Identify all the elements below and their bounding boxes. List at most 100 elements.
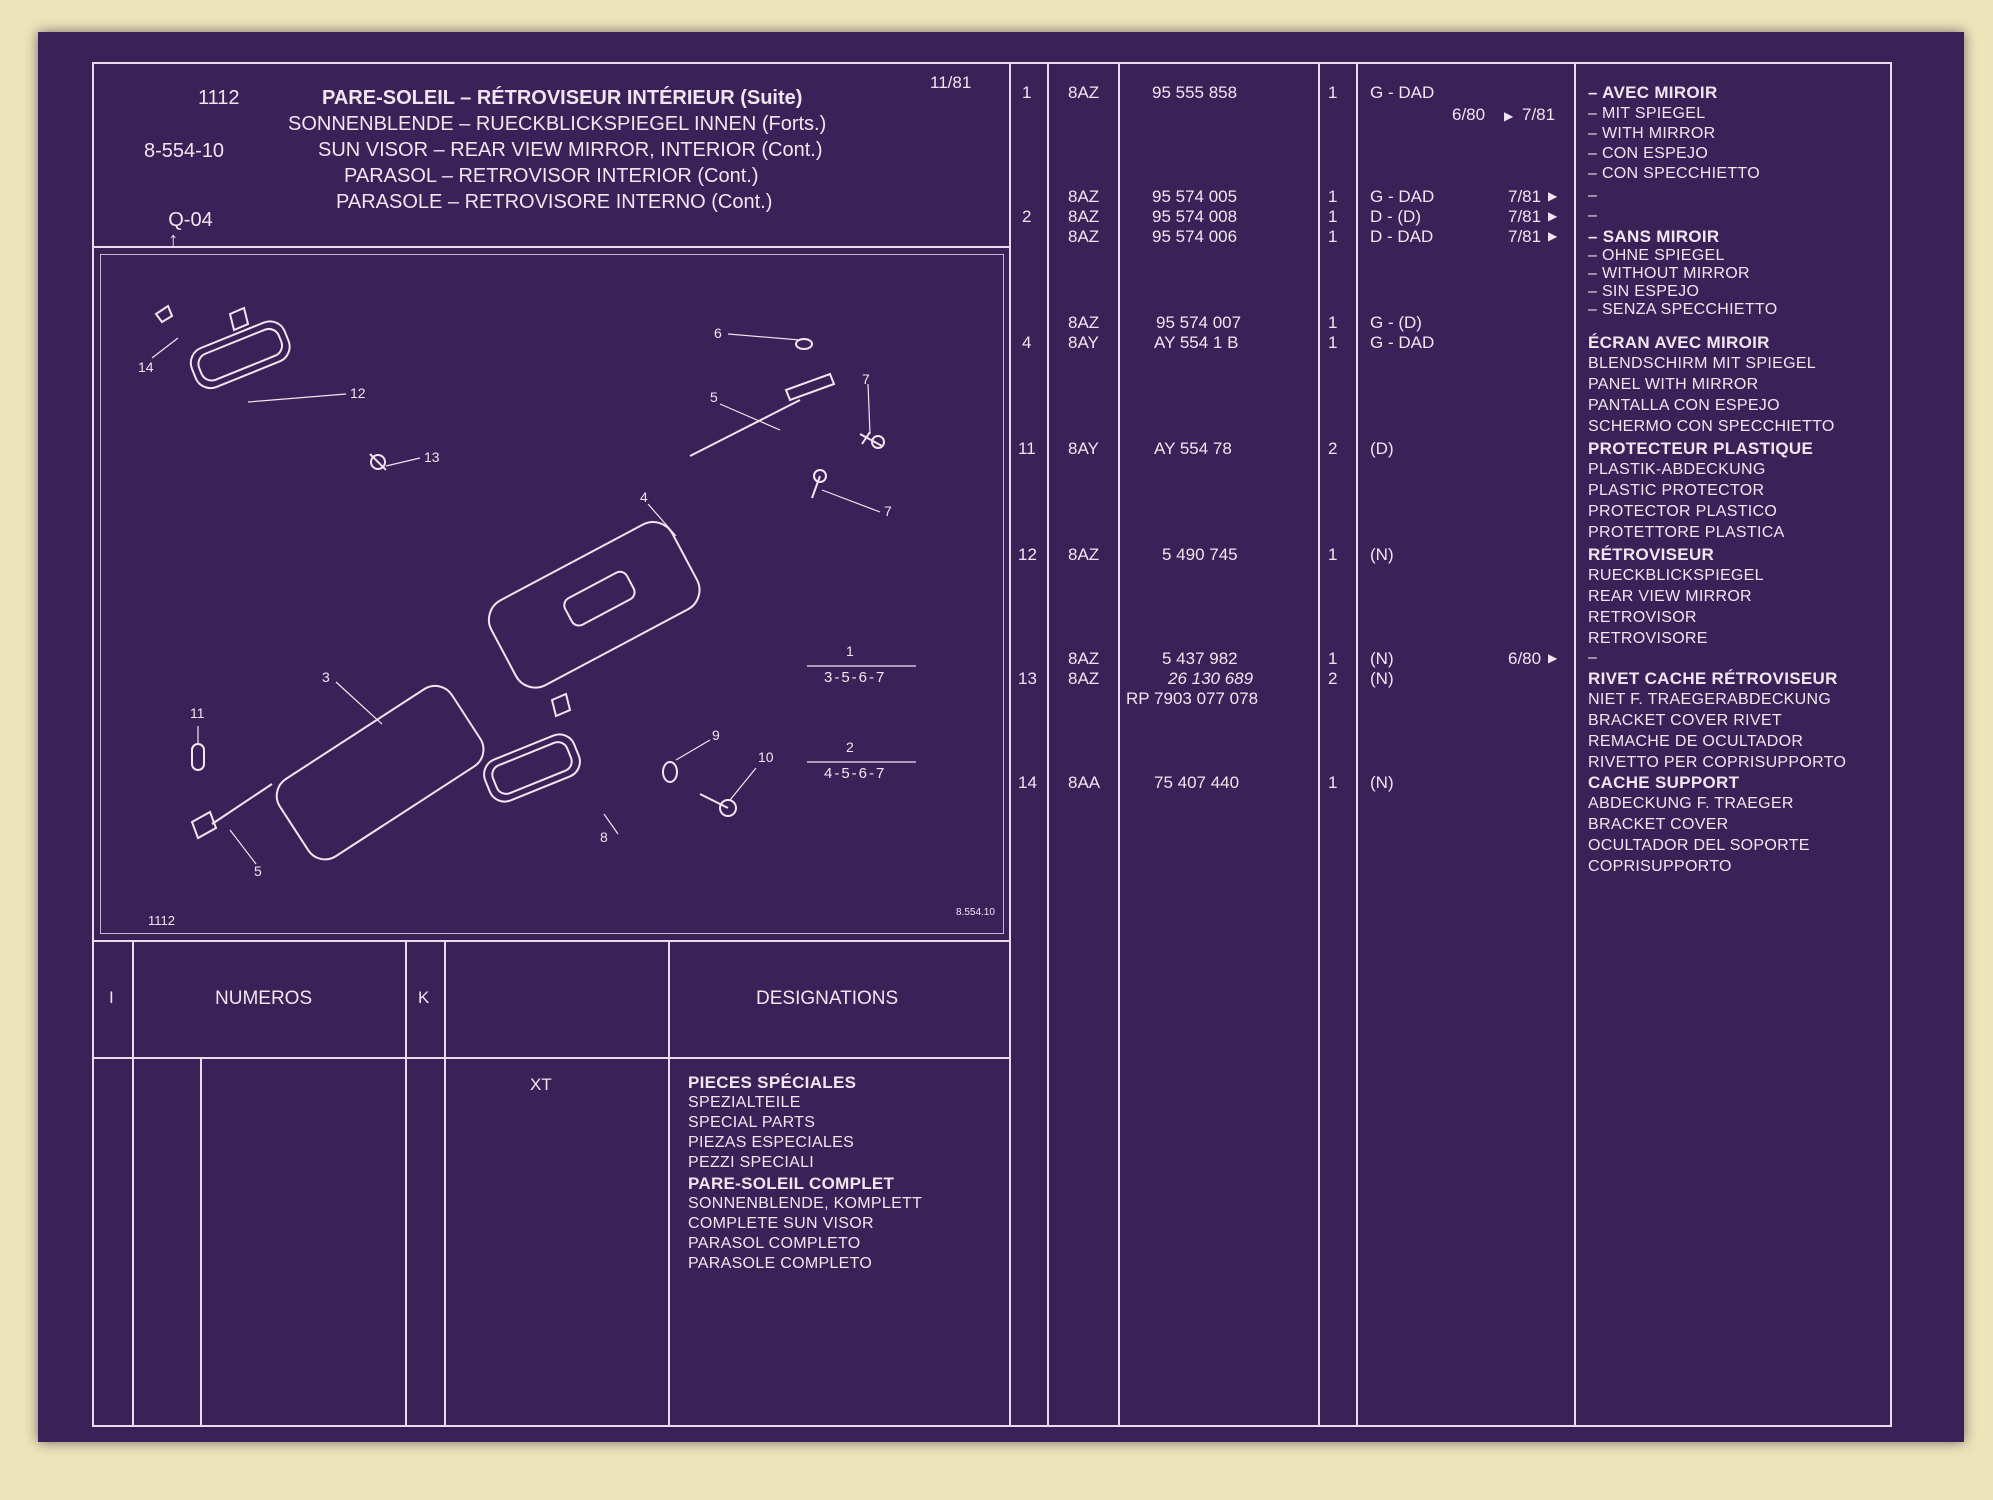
desc-mirror-it: RETROVISORE <box>1588 630 1708 647</box>
left-panel-divider <box>1009 62 1011 1427</box>
number-cell: 95 574 007 <box>1156 313 1242 332</box>
number-cell: 95 574 005 <box>1152 187 1238 206</box>
qty-cell: 1 <box>1328 227 1338 246</box>
item-cell: 4 <box>1022 333 1032 352</box>
desc-protector-it: PROTETTORE PLASTICA <box>1588 524 1785 541</box>
qty-cell: 1 <box>1328 545 1338 564</box>
number-cell: 95 574 006 <box>1152 227 1238 246</box>
title-en: SUN VISOR – REAR VIEW MIRROR, INTERIOR (… <box>318 139 823 161</box>
col-line-1 <box>132 940 134 1427</box>
complete-visor-fr: PARE-SOLEIL COMPLET <box>688 1174 895 1193</box>
desc-rivet-it: RIVETTO PER COPRISUPPORTO <box>1588 754 1847 771</box>
code-cell: 8AZ <box>1068 227 1100 246</box>
number-cell: 5 490 745 <box>1162 545 1238 564</box>
col-line-item <box>1047 62 1049 1427</box>
col-line-4 <box>444 940 446 1427</box>
qty-cell: 1 <box>1328 649 1338 668</box>
code-cell: 8AY <box>1068 333 1099 352</box>
complete-visor-de: SONNENBLENDE, KOMPLETT <box>688 1195 923 1212</box>
desc-dash: – <box>1588 207 1598 224</box>
callout-6: 6 <box>714 325 722 341</box>
parts-drawing <box>100 254 1004 934</box>
number-cell: 95 555 858 <box>1152 83 1238 102</box>
frame-bottom <box>92 1425 1892 1427</box>
callout-14: 14 <box>138 359 154 375</box>
item-cell: 12 <box>1018 545 1037 564</box>
microfiche-sheet: 1112 8-554-10 Q-04 ↑ 11/81 PARE-SOLEIL –… <box>38 32 1964 1442</box>
qty-cell: 1 <box>1328 313 1338 332</box>
desc-protector-fr: PROTECTEUR PLASTIQUE <box>1588 439 1814 458</box>
number-cell: AY 554 78 <box>1154 439 1232 458</box>
reference-text: Q-04 <box>168 209 213 231</box>
item-cell: 11 <box>1018 439 1036 458</box>
desc-with-mirror-it: – CON SPECCHIETTO <box>1588 165 1760 182</box>
col-line-qty <box>1356 62 1358 1427</box>
callout-13: 13 <box>424 449 440 465</box>
mirror-bracket-drawing <box>228 306 250 332</box>
code-cell: 8AA <box>1068 773 1101 792</box>
callout-10: 10 <box>758 749 774 765</box>
callout-9: 9 <box>712 727 720 743</box>
number-cell: AY 554 1 B <box>1154 333 1239 352</box>
side-cell: (D) <box>1370 439 1394 458</box>
callout-5-right: 5 <box>710 389 718 405</box>
col-header-i: I <box>109 988 114 1007</box>
desc-rivet-es: REMACHE DE OCULTADOR <box>1588 733 1804 750</box>
code-cell: 8AY <box>1068 439 1099 458</box>
desc-protector-en: PLASTIC PROTECTOR <box>1588 482 1765 499</box>
desc-with-mirror-en: – WITH MIRROR <box>1588 125 1716 142</box>
sun-visor-with-mirror-drawing <box>487 521 701 689</box>
desc-dash: – <box>1588 649 1598 666</box>
side-cell: D - DAD <box>1370 227 1434 246</box>
complete-visor-it: PARASOLE COMPLETO <box>688 1255 873 1272</box>
desc-rivet-fr: RIVET CACHE RÉTROVISEUR <box>1588 669 1838 688</box>
side-cell: (N) <box>1370 773 1394 792</box>
side-cell: D - (D) <box>1370 207 1421 226</box>
callout-11: 11 <box>190 705 205 721</box>
side-cell: G - DAD <box>1370 83 1435 102</box>
frame-left <box>92 62 94 1427</box>
side-cell: (N) <box>1370 649 1394 668</box>
side-cell: G - DAD <box>1370 187 1435 206</box>
desc-mirror-es: RETROVISOR <box>1588 609 1697 626</box>
col-header-numeros: NUMEROS <box>215 988 313 1009</box>
callout-12: 12 <box>350 385 366 401</box>
desc-without-mirror-fr: – SANS MIROIR <box>1588 227 1720 246</box>
arrow-right-icon: ▶ <box>1548 651 1558 665</box>
column-header-line <box>92 1057 1011 1059</box>
code-cell: 8AZ <box>1068 669 1100 688</box>
special-parts-block: PIECES SPÉCIALES SPEZIALTEILE SPECIAL PA… <box>688 1074 922 1272</box>
callout-7-bottom: 7 <box>884 503 892 519</box>
code-cell: 8AZ <box>1068 313 1100 332</box>
frame-right <box>1890 62 1892 1427</box>
col-header-designations: DESIGNATIONS <box>756 988 899 1009</box>
callout-5-left: 5 <box>254 863 262 879</box>
model-code: XT <box>530 1075 552 1094</box>
desc-cover-it: COPRISUPPORTO <box>1588 858 1732 875</box>
code-cell: 8AZ <box>1068 545 1100 564</box>
desc-with-mirror-fr: – AVEC MIROIR <box>1588 83 1718 102</box>
special-parts-de: SPEZIALTEILE <box>688 1094 801 1111</box>
col-header-k: K <box>418 988 430 1007</box>
side-cell: G - (D) <box>1370 313 1422 332</box>
desc-without-mirror-it: – SENZA SPECCHIETTO <box>1588 301 1778 318</box>
title-fr: PARE-SOLEIL – RÉTROVISEUR INTÉRIEUR (Sui… <box>322 87 803 109</box>
title-it: PARASOLE – RETROVISORE INTERNO (Cont.) <box>336 191 773 213</box>
callout-2: 2 <box>846 739 854 755</box>
desc-mirror-fr: RÉTROVISEUR <box>1588 545 1715 564</box>
from-date-cell: 6/80 <box>1452 105 1486 124</box>
frame-top <box>92 62 1892 64</box>
to-date-cell: 7/81 <box>1508 207 1542 226</box>
group-number: 1112 <box>198 87 240 109</box>
item-cell: 2 <box>1022 207 1032 226</box>
reference-code: Q-04 ↑ <box>146 190 213 270</box>
desc-panel-fr: ÉCRAN AVEC MIROIR <box>1588 333 1770 352</box>
number-cell: 5 437 982 <box>1162 649 1238 668</box>
col-line-2 <box>200 1057 202 1427</box>
desc-with-mirror-de: – MIT SPIEGEL <box>1588 105 1706 122</box>
plate-number: 8-554-10 <box>144 140 225 162</box>
desc-rivet-de: NIET F. TRAEGERABDECKUNG <box>1588 691 1832 708</box>
special-parts-it: PEZZI SPECIALI <box>688 1154 815 1171</box>
callout-7-top: 7 <box>862 371 870 387</box>
code-cell: 8AZ <box>1068 649 1100 668</box>
